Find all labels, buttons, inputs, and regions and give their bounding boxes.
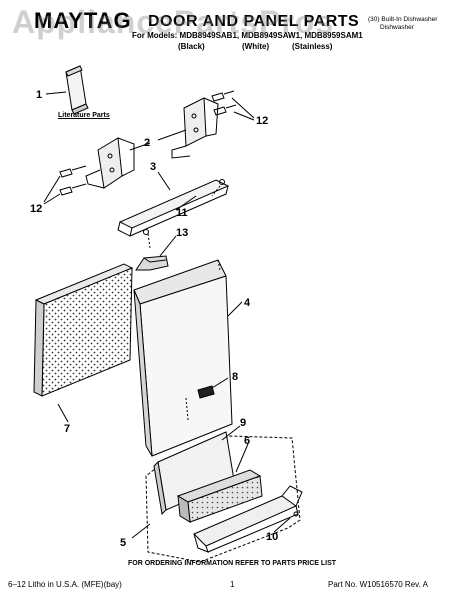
brand-logo: MAYTAG: [34, 8, 132, 33]
leader-1: [45, 91, 67, 95]
screws-right: [211, 90, 237, 116]
callout-9: 9: [240, 417, 246, 429]
leader-7: [57, 403, 69, 423]
leader-13: [159, 235, 177, 257]
callout-10: 10: [266, 531, 278, 543]
lower-assembly-outline: [145, 435, 301, 563]
leader-5: [131, 523, 151, 539]
leader-12c: [231, 97, 255, 119]
leader-11: [175, 195, 197, 211]
leader-2a: [129, 142, 151, 151]
outer-door-panel: [133, 259, 233, 457]
leader-4: [227, 301, 243, 317]
screws-left: [59, 165, 87, 196]
callout-7: 7: [64, 423, 70, 435]
leader-10: [273, 517, 291, 533]
page-number: 1: [230, 580, 235, 589]
ordering-note: FOR ORDERING INFORMATION REFER TO PARTS …: [127, 560, 337, 567]
door-trim-strip: [117, 179, 230, 237]
footer-litho: 6–12 Litho in U.S.A. (MFE)(bay): [8, 580, 122, 589]
product-type: (30) Built-In Dishwasher Dishwasher: [368, 16, 437, 32]
callout-12-left: 12: [30, 203, 42, 215]
page-title: DOOR AND PANEL PARTS: [148, 13, 360, 30]
foam-block: [176, 469, 263, 523]
literature-booklet: [65, 65, 89, 115]
leader-8: [211, 377, 229, 389]
literature-parts-label: Literature Parts: [58, 112, 110, 119]
callout-1: 1: [36, 89, 42, 101]
callout-2: 2: [144, 137, 150, 149]
callout-13: 13: [176, 227, 188, 239]
leader-3: [157, 171, 171, 191]
callout-8: 8: [232, 371, 238, 383]
variant-black: (Black): [178, 42, 205, 51]
watermark: AppliancePartsPros: [12, 4, 335, 40]
leader-9: [221, 425, 241, 441]
leader-6: [235, 443, 249, 473]
product-line-2: Dishwasher: [380, 24, 414, 31]
leader-12b: [43, 193, 61, 205]
leader-12a: [43, 175, 61, 203]
part-number: Part No. W10516570 Rev. A: [328, 580, 428, 589]
product-line-1: (30) Built-In Dishwasher: [368, 16, 438, 23]
callout-4: 4: [244, 297, 251, 309]
hinge-bracket-right: [171, 97, 219, 159]
hinge-bracket-left: [85, 137, 135, 189]
models-line: For Models: MDB8949SAB1, MDB8949SAW1, MD…: [132, 31, 363, 40]
callout-12-right: 12: [256, 115, 268, 127]
variant-white: (White): [242, 42, 270, 51]
leader-2b: [157, 129, 187, 141]
door-handle: [135, 255, 169, 271]
callout-5: 5: [120, 537, 126, 549]
insulation-panel: [33, 263, 134, 397]
callout-3: 3: [150, 161, 156, 173]
bottom-tray: [193, 485, 303, 553]
callout-11: 11: [176, 207, 188, 219]
callout-6: 6: [244, 435, 250, 447]
leader-12d: [233, 111, 255, 121]
panel-clip: [197, 385, 215, 399]
variant-stainless: (Stainless): [292, 42, 333, 51]
